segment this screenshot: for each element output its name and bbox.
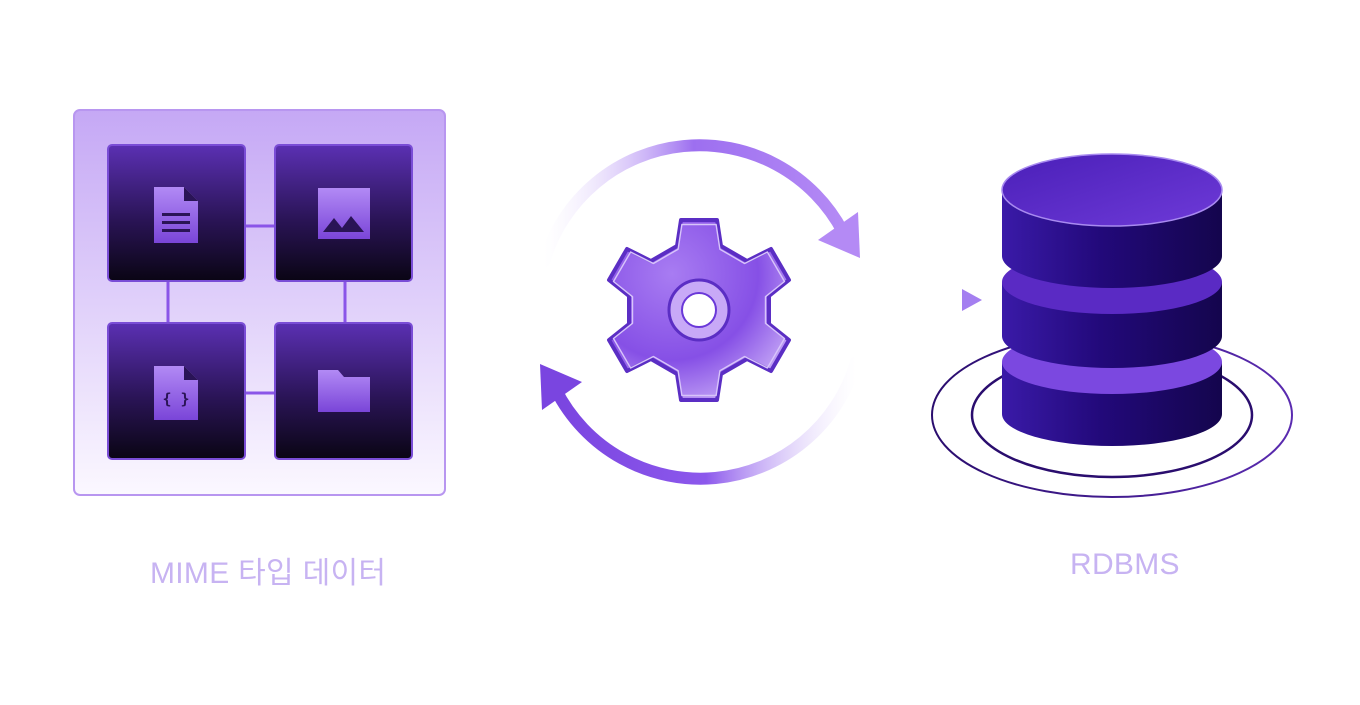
gear-icon (607, 218, 791, 402)
tile-code-file: { } (107, 322, 246, 460)
svg-text:{ }: { } (162, 390, 189, 408)
image-icon (318, 188, 370, 239)
database-icon (931, 153, 1293, 498)
tile-document (107, 144, 246, 282)
tile-image (274, 144, 413, 282)
document-icon (154, 187, 198, 243)
sync-arrow-bottom (540, 356, 862, 485)
database-layer-top (1001, 153, 1223, 288)
mime-data-panel: { } (73, 109, 446, 496)
folder-icon (318, 370, 370, 412)
code-file-icon: { } (154, 366, 198, 420)
flow-arrow-to-database (785, 289, 982, 311)
mime-data-label: MIME 타입 데이터 (150, 557, 387, 590)
rdbms-label: RDBMS (1070, 548, 1180, 581)
tile-folder (274, 322, 413, 460)
sync-arrow-top (538, 139, 860, 268)
